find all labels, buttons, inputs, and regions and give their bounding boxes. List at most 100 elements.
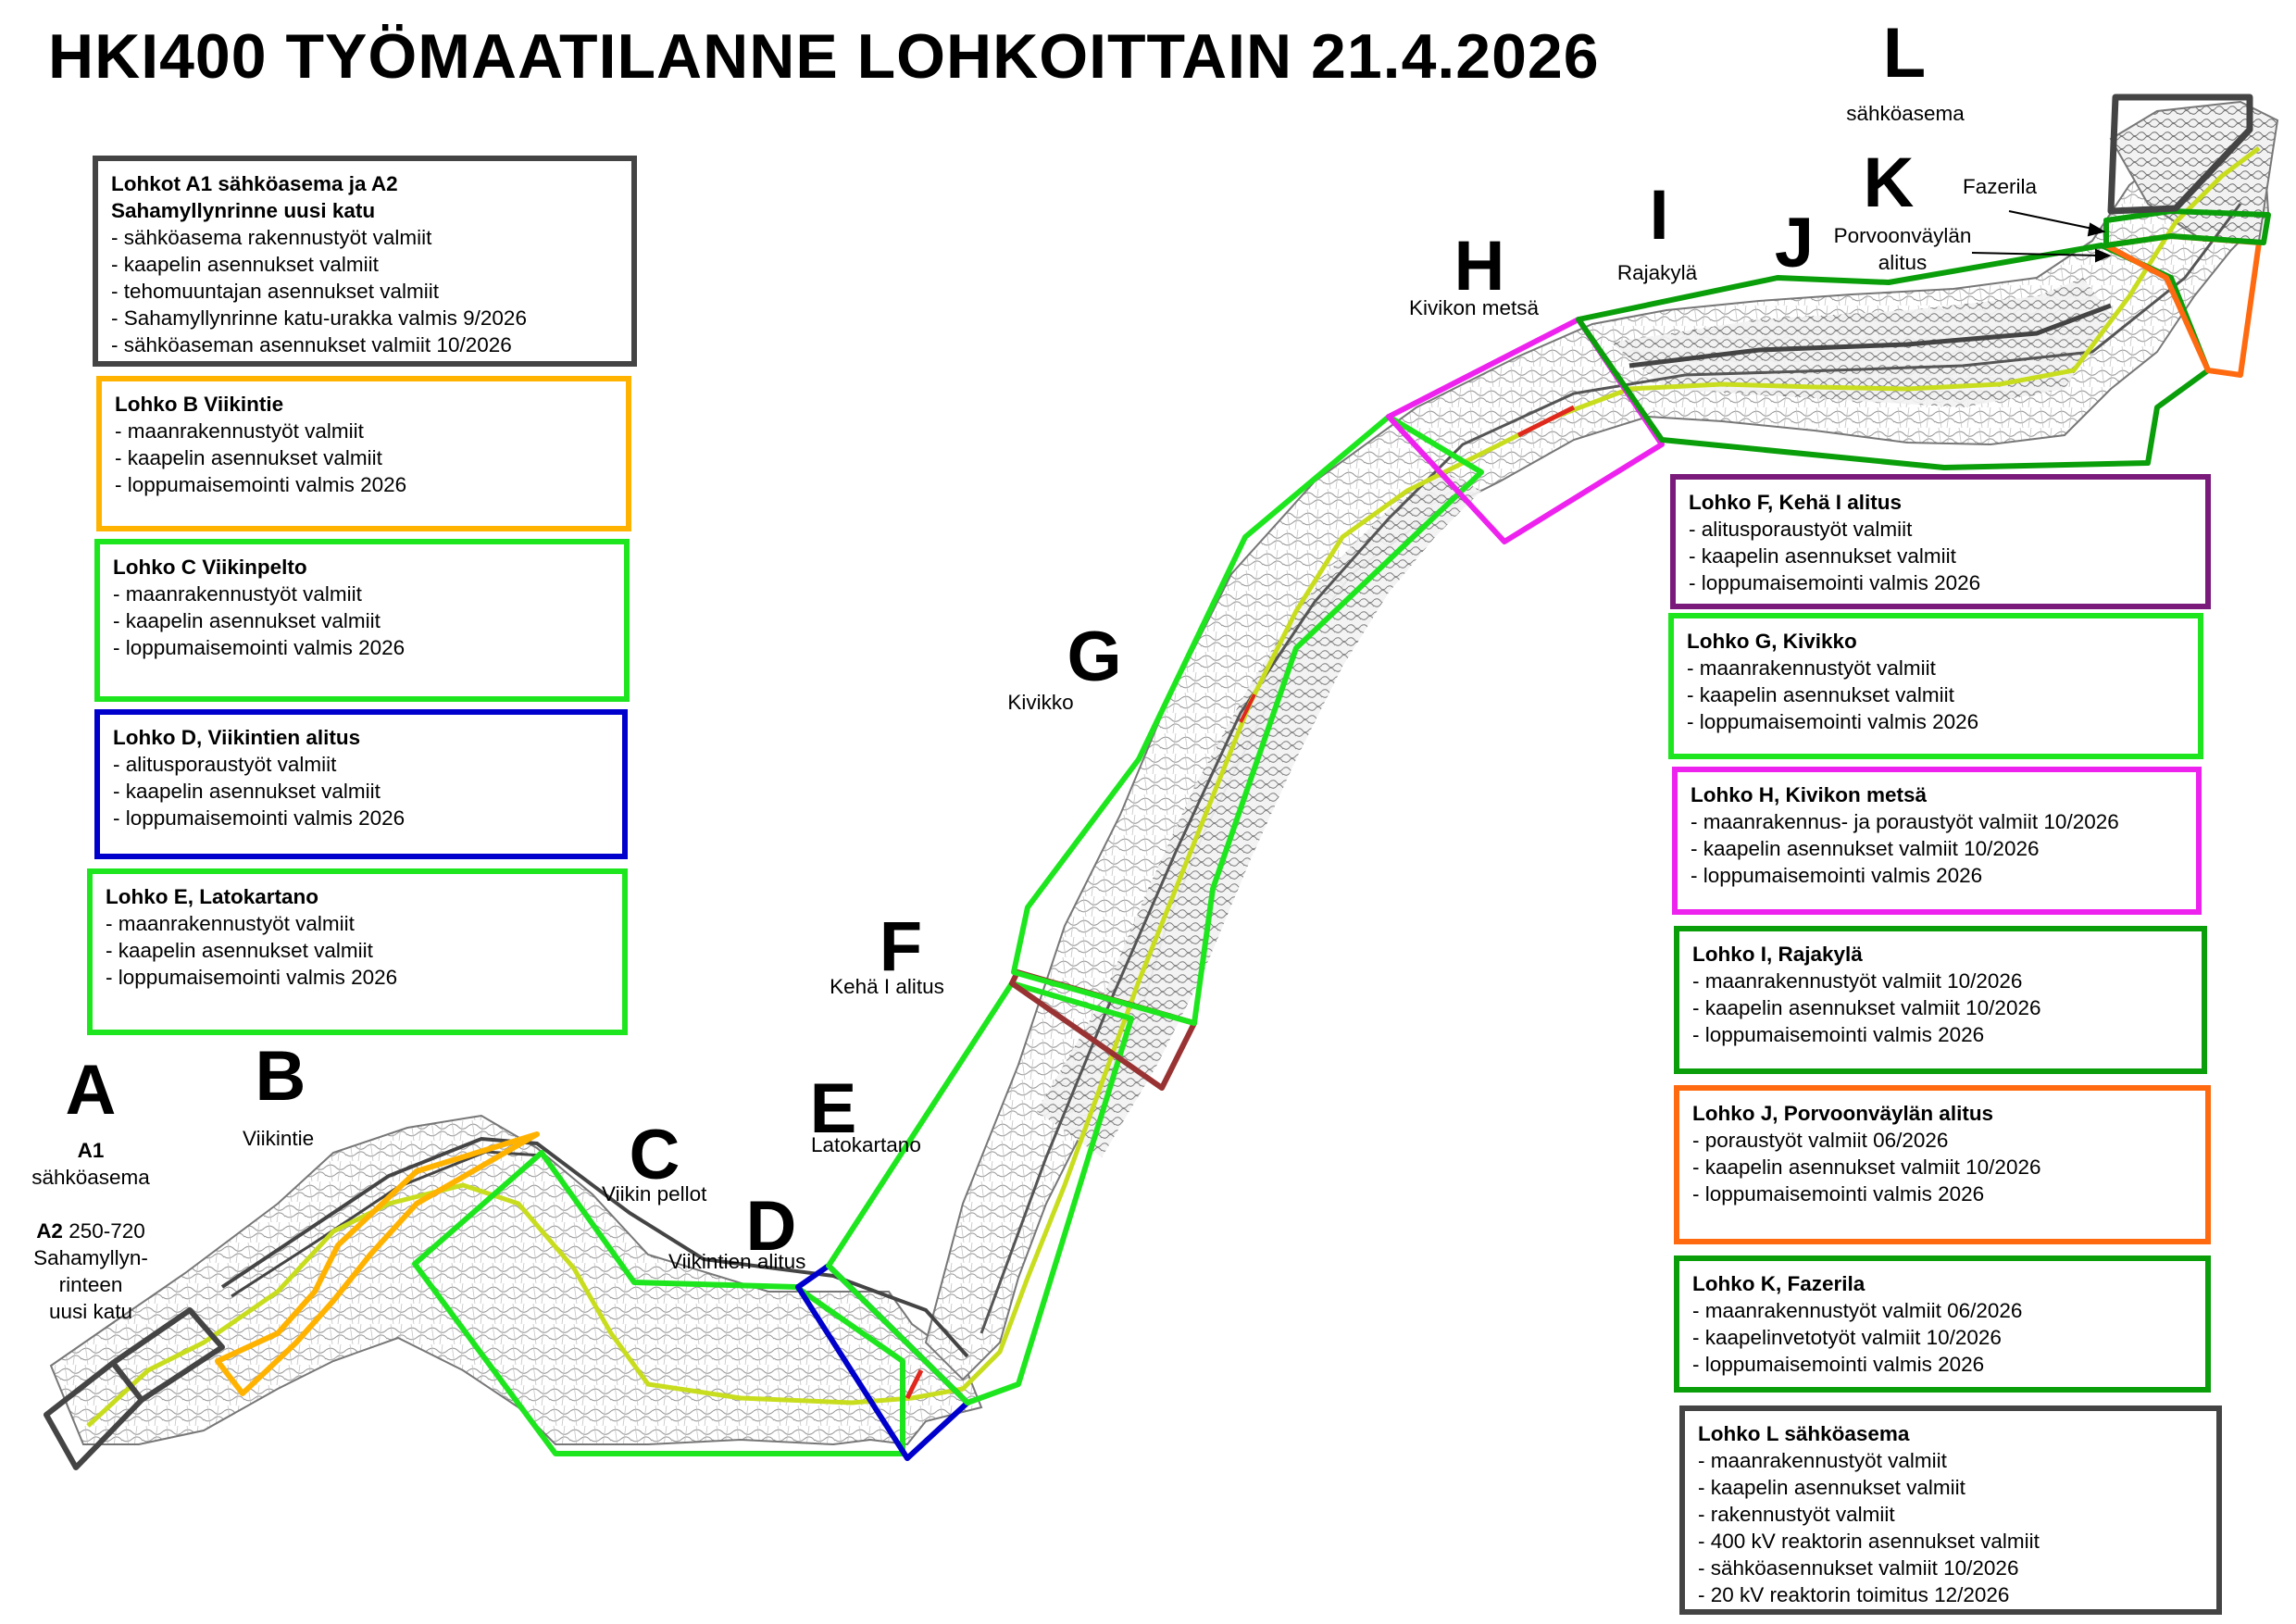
status-item: Sahamyllynrinne katu-urakka valmis 9/202…: [111, 305, 618, 331]
status-item: loppumaisemointi valmis 2026: [1692, 1021, 2189, 1048]
status-item: tehomuuntajan asennukset valmiit: [111, 278, 618, 305]
section-b-boundary: [215, 1131, 540, 1396]
k-name-2: alitus: [1878, 251, 1928, 274]
status-box-f-title: Lohko F, Kehä I alitus: [1689, 491, 1903, 514]
status-item: loppumaisemointi valmis 2026: [1689, 569, 2192, 596]
status-box-j-title: Lohko J, Porvoonväylän alitus: [1692, 1102, 1994, 1125]
status-item: kaapelin asennukset valmiit: [111, 251, 618, 278]
status-item: kaapelin asennukset valmiit 10/2026: [1692, 994, 2189, 1021]
status-box-g: Lohko G, Kivikko maanrakennustyöt valmii…: [1668, 613, 2203, 759]
status-item: kaapelin asennukset valmiit: [115, 444, 613, 471]
status-box-j: Lohko J, Porvoonväylän alitus poraustyöt…: [1674, 1085, 2211, 1244]
section-c-place-label: Viikin pellot: [602, 1182, 707, 1206]
status-box-k-list: maanrakennustyöt valmiit 06/2026 kaapeli…: [1692, 1297, 2192, 1378]
section-d-place-label: Viikintien alitus: [668, 1250, 806, 1273]
a1-label: A1: [77, 1139, 105, 1162]
section-f-place-label: Kehä I alitus: [830, 975, 944, 998]
status-item: maanrakennustyöt valmiit 06/2026: [1692, 1297, 2192, 1324]
status-item: loppumaisemointi valmis 2026: [1692, 1351, 2192, 1378]
section-g-place-label: Kivikko: [1007, 691, 1074, 714]
status-item: kaapelin asennukset valmiit: [1689, 543, 2192, 569]
status-item: kaapelin asennukset valmiit: [1698, 1474, 2203, 1501]
a2-name-1: Sahamyllyn-: [33, 1246, 148, 1269]
status-box-f-list: alitusporaustyöt valmiit kaapelin asennu…: [1689, 516, 2192, 596]
status-item: kaapelin asennukset valmiit 10/2026: [1691, 835, 2183, 862]
section-e-boundary: [826, 981, 1134, 1405]
status-item: maanrakennustyöt valmiit: [106, 910, 609, 937]
section-letter-l: L: [1882, 14, 1927, 93]
status-item: loppumaisemointi valmis 2026: [1692, 1181, 2192, 1207]
status-item: kaapelin asennukset valmiit: [113, 778, 609, 805]
fazerila-label: Fazerila: [1962, 175, 2038, 198]
status-box-b-title: Lohko B Viikintie: [115, 393, 284, 416]
section-k-place-label: Porvoonväylän alitus: [1834, 222, 1972, 276]
status-item: poraustyöt valmiit 06/2026: [1692, 1127, 2192, 1154]
status-box-b: Lohko B Viikintie maanrakennustyöt valmi…: [96, 376, 631, 531]
k-name-1: Porvoonväylän: [1833, 224, 1972, 247]
status-item: sähköaseman asennukset valmiit 10/2026: [111, 331, 618, 358]
status-box-g-title: Lohko G, Kivikko: [1687, 630, 1857, 653]
status-box-d-title: Lohko D, Viikintien alitus: [113, 726, 361, 749]
section-letter-g: G: [1067, 618, 1122, 696]
status-box-a-title: Lohkot A1 sähköasema ja A2: [111, 172, 398, 195]
section-letter-f: F: [879, 907, 923, 986]
section-c-boundary: [412, 1150, 905, 1456]
status-item: loppumaisemointi valmis 2026: [113, 805, 609, 831]
status-box-l: Lohko L sähköasema maanrakennustyöt valm…: [1679, 1405, 2222, 1615]
section-letter-a: A: [65, 1051, 117, 1130]
status-box-c: Lohko C Viikinpelto maanrakennustyöt val…: [94, 539, 630, 702]
section-e-place-label: Latokartano: [811, 1133, 921, 1156]
section-a2-boundary: [110, 1307, 225, 1403]
section-h-place-label: Kivikon metsä: [1408, 296, 1540, 319]
status-box-a-title-2: Sahamyllynrinne uusi katu: [111, 199, 376, 222]
status-item: loppumaisemointi valmis 2026: [113, 634, 611, 661]
status-item: kaapelin asennukset valmiit: [113, 607, 611, 634]
a2-label: A2: [36, 1219, 63, 1243]
section-letter-b: B: [255, 1037, 306, 1116]
status-box-i-list: maanrakennustyöt valmiit 10/2026 kaapeli…: [1692, 968, 2189, 1048]
status-item: loppumaisemointi valmis 2026: [1687, 708, 2185, 735]
status-item: loppumaisemointi valmis 2026: [106, 964, 609, 991]
a2-range: 250-720: [69, 1219, 145, 1243]
status-box-h: Lohko H, Kivikon metsä maanrakennus- ja …: [1672, 767, 2202, 915]
status-box-k-title: Lohko K, Fazerila: [1692, 1272, 1866, 1295]
status-box-b-list: maanrakennustyöt valmiit kaapelin asennu…: [115, 418, 613, 498]
status-box-k: Lohko K, Fazerila maanrakennustyöt valmi…: [1674, 1255, 2211, 1393]
porvoonvayla-arrow: [1971, 248, 2112, 263]
status-box-l-title: Lohko L sähköasema: [1698, 1422, 1910, 1445]
status-item: kaapelin asennukset valmiit: [106, 937, 609, 964]
status-item: maanrakennus- ja poraustyöt valmiit 10/2…: [1691, 808, 2183, 835]
page-title: HKI400 TYÖMAATILANNE LOHKOITTAIN 21.4.20…: [48, 21, 1600, 92]
status-box-g-list: maanrakennustyöt valmiit kaapelin asennu…: [1687, 655, 2185, 735]
status-item: rakennustyöt valmiit: [1698, 1501, 2203, 1528]
section-b-place-label: Viikintie: [243, 1127, 315, 1150]
status-box-e-list: maanrakennustyöt valmiit kaapelin asennu…: [106, 910, 609, 991]
status-box-c-title: Lohko C Viikinpelto: [113, 556, 307, 579]
status-item: loppumaisemointi valmis 2026: [1691, 862, 2183, 889]
status-box-d-list: alitusporaustyöt valmiit kaapelin asennu…: [113, 751, 609, 831]
map-background: [49, 100, 2279, 1446]
status-item: 20 kV reaktorin toimitus 12/2026: [1698, 1581, 2203, 1608]
status-box-a-list: sähköasema rakennustyöt valmiit kaapelin…: [111, 224, 618, 358]
section-letter-d: D: [745, 1187, 797, 1266]
section-letter-h: H: [1454, 227, 1505, 306]
status-box-l-list: maanrakennustyöt valmiit kaapelin asennu…: [1698, 1447, 2203, 1608]
status-box-j-list: poraustyöt valmiit 06/2026 kaapelin asen…: [1692, 1127, 2192, 1207]
section-l-boundary: [2107, 94, 2253, 215]
status-box-a: Lohkot A1 sähköasema ja A2 Sahamyllynrin…: [93, 156, 637, 367]
a1-name: sähköasema: [31, 1166, 150, 1189]
section-i-place-label: Rajakylä: [1616, 261, 1698, 284]
status-item: sähköasennukset valmiit 10/2026: [1698, 1555, 2203, 1581]
section-l-place-label: sähköasema: [1846, 102, 1965, 125]
fazerila-arrow: [2008, 210, 2106, 237]
status-item: kaapelinvetotyöt valmiit 10/2026: [1692, 1324, 2192, 1351]
status-item: loppumaisemointi valmis 2026: [115, 471, 613, 498]
status-item: kaapelin asennukset valmiit: [1687, 681, 2185, 708]
section-g-boundary: [1011, 414, 1484, 1026]
section-letter-k: K: [1863, 144, 1915, 222]
section-letter-j: J: [1774, 204, 1815, 282]
status-box-h-list: maanrakennus- ja poraustyöt valmiit 10/2…: [1691, 808, 2183, 889]
status-box-i-title: Lohko I, Rajakylä: [1692, 943, 1863, 966]
status-item: maanrakennustyöt valmiit: [115, 418, 613, 444]
